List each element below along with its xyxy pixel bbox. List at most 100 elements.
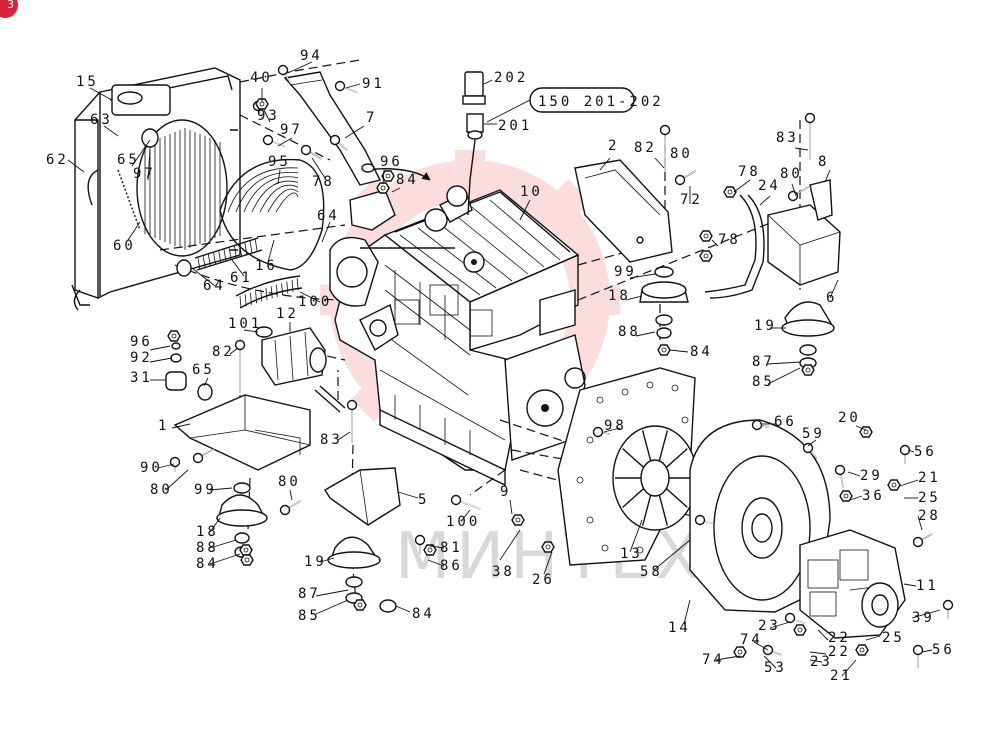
label-81: 81: [440, 540, 463, 556]
sender-201-202: [462, 71, 486, 140]
label-22: 22: [828, 630, 851, 646]
label-26: 26: [532, 572, 555, 588]
bracket-7: [283, 71, 382, 186]
label-65b: 65: [192, 362, 215, 378]
leader-lines: [67, 61, 941, 677]
engine-mount-19-lower: [327, 536, 397, 613]
label-92: 92: [130, 350, 153, 366]
label-80: 80: [670, 146, 693, 162]
label-58: 58: [640, 564, 663, 580]
label-99b: 99: [194, 482, 217, 498]
label-22b: 22: [828, 644, 851, 660]
label-85b: 85: [298, 608, 321, 624]
label-78: 78: [312, 174, 335, 190]
label-40: 40: [250, 70, 273, 86]
label-84: 84: [396, 172, 419, 188]
ring-65: [197, 383, 213, 401]
label-65: 65: [117, 152, 140, 168]
label-84c: 84: [196, 556, 219, 572]
label-25b: 25: [882, 630, 905, 646]
label-95: 95: [268, 154, 291, 170]
label-74b: 74: [702, 652, 725, 668]
label-66: 66: [774, 414, 797, 430]
label-14: 14: [668, 620, 691, 636]
label-78c: 78: [718, 232, 741, 248]
page-badge: 3: [0, 0, 18, 18]
label-93: 93: [257, 108, 280, 124]
label-64b: 64: [317, 208, 340, 224]
label-1: 1: [158, 418, 169, 434]
label-64: 64: [203, 278, 226, 294]
label-18b: 18: [196, 524, 219, 540]
label-20: 20: [838, 410, 861, 426]
engine-block: [329, 185, 586, 487]
label-82: 82: [634, 140, 657, 156]
label-100b: 100: [446, 514, 480, 530]
engine-mount-18-lower: [216, 482, 268, 558]
bracket-2: [574, 159, 673, 263]
label-19b: 19: [304, 554, 327, 570]
label-62: 62: [46, 152, 69, 168]
label-98: 98: [604, 418, 627, 434]
label-87b: 87: [298, 586, 321, 602]
label-83b: 83: [320, 432, 343, 448]
label-23: 23: [758, 618, 781, 634]
label-80d: 80: [278, 474, 301, 490]
label-91: 91: [362, 76, 385, 92]
bracket-1: [173, 394, 311, 471]
engine-mount-19-upper: [781, 301, 835, 369]
label-18: 18: [608, 288, 631, 304]
label-101: 101: [228, 316, 262, 332]
label-88b: 88: [196, 540, 219, 556]
label-80b: 80: [780, 166, 803, 182]
label-90: 90: [140, 460, 163, 476]
label-23b: 23: [810, 654, 833, 670]
label-72: 72: [680, 192, 703, 208]
label-97b: 97: [280, 122, 303, 138]
label-74: 74: [740, 632, 763, 648]
label-31: 31: [130, 370, 153, 386]
fan-shroud: [219, 158, 325, 271]
label-59: 59: [802, 426, 825, 442]
label-6: 6: [826, 290, 837, 306]
label-100: 100: [298, 294, 332, 310]
engine-mount-18-upper: [639, 266, 689, 339]
label-25: 25: [918, 490, 941, 506]
label-11: 11: [916, 578, 939, 594]
label-60: 60: [113, 238, 136, 254]
label-12: 12: [276, 306, 299, 322]
label-96b: 96: [130, 334, 153, 350]
bell-housing-14: [689, 419, 831, 613]
flex-coupling-13: [612, 425, 698, 531]
callout-labels: 15 62 63 65 97 60 64 61 16 95 64 40 94 9…: [46, 48, 955, 684]
label-53: 53: [764, 660, 787, 676]
label-9: 9: [500, 484, 511, 500]
callout-box-text: 150 201-202: [538, 94, 664, 110]
guard-6: [767, 179, 841, 286]
label-61: 61: [230, 270, 253, 286]
hose-61: [176, 237, 263, 277]
label-7: 7: [366, 110, 377, 126]
label-201: 201: [498, 118, 532, 134]
hydraulic-pump-12: [261, 327, 346, 413]
label-15: 15: [76, 74, 99, 90]
label-80c: 80: [150, 482, 173, 498]
label-85: 85: [752, 374, 775, 390]
label-56b: 56: [932, 642, 955, 658]
label-82b: 82: [212, 344, 235, 360]
label-2: 2: [608, 138, 619, 154]
label-29: 29: [860, 468, 883, 484]
hydrostatic-pump-11: [799, 529, 906, 639]
label-97: 97: [133, 166, 156, 182]
label-56: 56: [914, 444, 937, 460]
label-84d: 84: [412, 606, 435, 622]
label-10: 10: [520, 184, 543, 200]
label-16: 16: [255, 258, 278, 274]
callout-box: 150 201-202: [486, 87, 664, 123]
label-21b: 21: [830, 668, 853, 684]
hose-100: [235, 275, 303, 309]
label-24: 24: [758, 178, 781, 194]
label-94: 94: [300, 48, 323, 64]
label-78b: 78: [738, 164, 761, 180]
